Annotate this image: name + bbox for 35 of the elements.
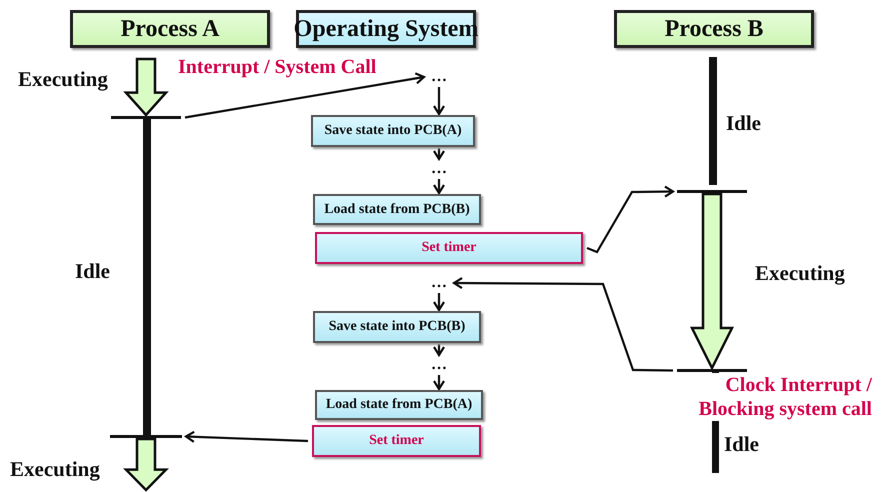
- state-label: Idle: [75, 259, 110, 284]
- timer-box: Set timer: [312, 425, 481, 457]
- block-arrow: [123, 58, 169, 117]
- ellipsis: …: [428, 68, 450, 86]
- arrow: [432, 87, 446, 116]
- state-label: Executing: [755, 261, 845, 286]
- step-box: Load state from PCB(A): [315, 390, 483, 420]
- process-header: Process A: [70, 10, 270, 48]
- arrow: [432, 293, 446, 312]
- arrow: [586, 186, 674, 254]
- state-label: Executing: [10, 457, 100, 482]
- state-label: Idle: [724, 432, 760, 457]
- step-box: Save state into PCB(B): [313, 311, 481, 343]
- tick-mark: [111, 116, 181, 119]
- ellipsis: …: [428, 274, 450, 292]
- arrow: [184, 430, 308, 443]
- tick-mark: [677, 369, 747, 372]
- step-box: Save state into PCB(A): [311, 115, 475, 147]
- arrow: [432, 148, 446, 160]
- state-label: Executing: [18, 67, 108, 92]
- tick-mark: [677, 190, 747, 193]
- process-header: Process B: [614, 10, 814, 48]
- timer-box: Set timer: [315, 232, 583, 264]
- arrow: [452, 276, 674, 372]
- arrow: [184, 72, 426, 119]
- ellipsis: …: [428, 356, 450, 374]
- step-box: Load state from PCB(B): [313, 194, 481, 225]
- block-arrow: [123, 438, 169, 492]
- arrow: [432, 179, 446, 194]
- block-arrow: [690, 192, 734, 371]
- ellipsis: …: [428, 160, 450, 178]
- arrow: [432, 375, 446, 390]
- arrow: [432, 344, 446, 356]
- state-label: Idle: [726, 111, 762, 136]
- tick-mark: [110, 435, 182, 438]
